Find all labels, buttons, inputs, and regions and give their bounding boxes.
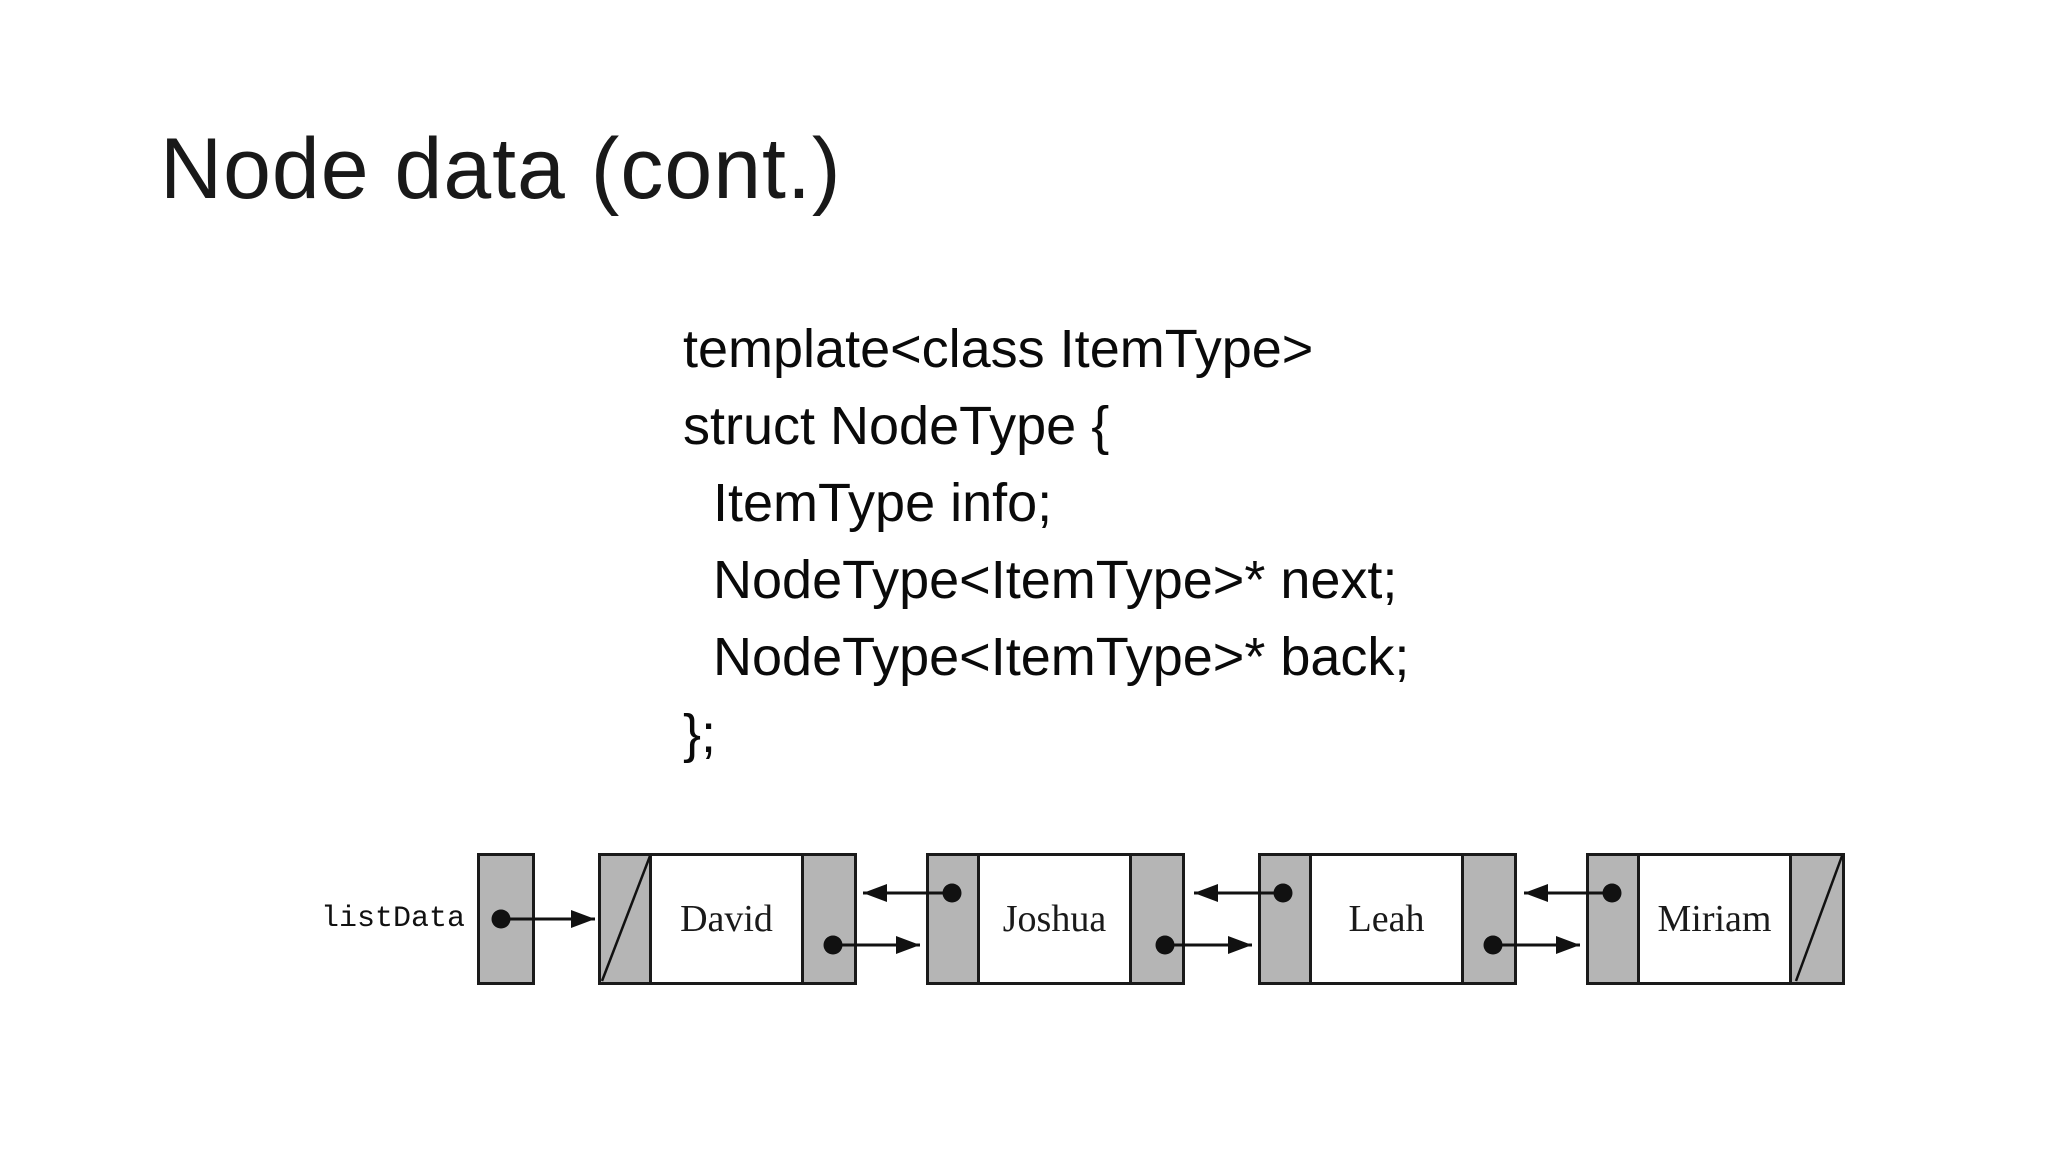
list-head-pointer-box (477, 853, 535, 985)
next-pointer-cell (1461, 856, 1514, 982)
back-pointer-cell (1589, 856, 1640, 982)
node-miriam: Miriam (1586, 853, 1845, 985)
node-name-label: Miriam (1640, 856, 1789, 982)
node-joshua: Joshua (926, 853, 1185, 985)
code-line: template<class ItemType> (683, 319, 1314, 379)
node-name-label: David (652, 856, 801, 982)
list-head-label: listData (320, 901, 465, 936)
node-david: David (598, 853, 857, 985)
code-line: ItemType info; (683, 473, 1053, 533)
code-line: NodeType<ItemType>* back; (683, 627, 1410, 687)
slide-title: Node data (cont.) (160, 121, 842, 217)
back-pointer-cell (929, 856, 980, 982)
node-name-label: Joshua (980, 856, 1129, 982)
next-pointer-cell (1129, 856, 1182, 982)
next-pointer-cell (1789, 856, 1842, 982)
back-pointer-cell (601, 856, 652, 982)
next-pointer-cell (801, 856, 854, 982)
node-leah: Leah (1258, 853, 1517, 985)
code-line: }; (683, 704, 717, 764)
node-name-label: Leah (1312, 856, 1461, 982)
back-pointer-cell (1261, 856, 1312, 982)
code-line: struct NodeType { (683, 396, 1110, 456)
code-line: NodeType<ItemType>* next; (683, 550, 1398, 610)
code-block: template<class ItemType> struct NodeType… (683, 311, 1409, 773)
